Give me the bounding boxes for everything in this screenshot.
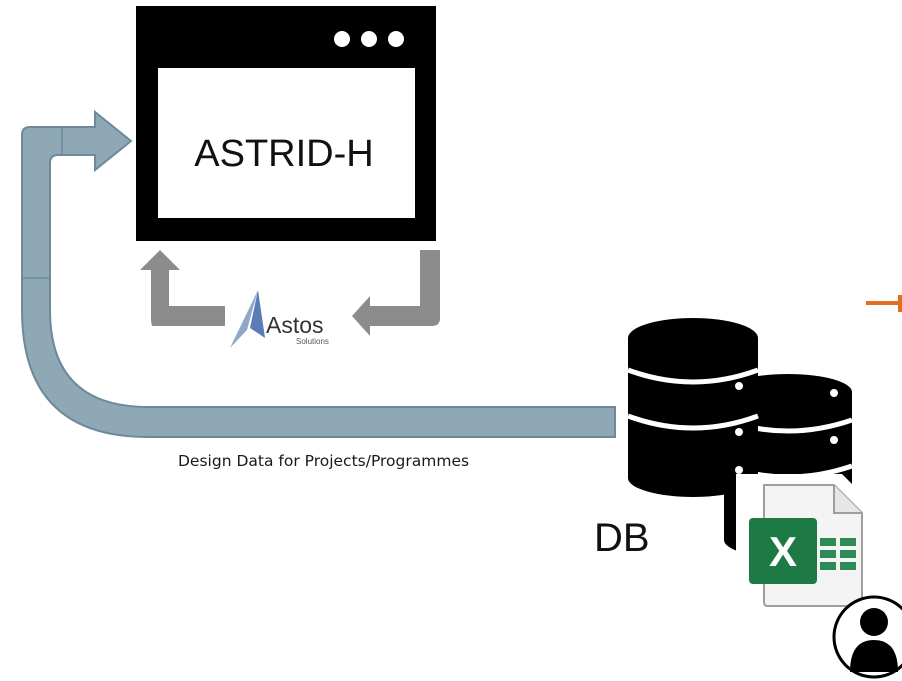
window-dot-icon <box>388 31 404 47</box>
astrid-h-window: ASTRID-H <box>136 6 436 241</box>
user-icon <box>832 595 902 679</box>
excel-badge-icon <box>749 518 817 584</box>
logo-name: Astos <box>266 312 324 338</box>
design-data-flow-arrow <box>21 109 616 438</box>
flow-caption: Design Data for Projects/Programmes <box>178 452 469 470</box>
excel-badge-letter: X <box>769 528 797 575</box>
astos-logo: Astos Solutions <box>230 290 329 348</box>
window-dot-icon <box>334 31 350 47</box>
orange-arrow-fragment <box>866 295 902 312</box>
database-cylinder-front <box>627 318 759 497</box>
database-label: DB <box>594 516 650 560</box>
app-title: ASTRID-H <box>194 133 373 175</box>
excel-file-icon: X <box>736 474 870 616</box>
right-loop-arrow-icon <box>352 250 440 336</box>
logo-subtitle: Solutions <box>296 337 329 346</box>
left-loop-arrow-icon <box>140 250 225 326</box>
window-dot-icon <box>361 31 377 47</box>
